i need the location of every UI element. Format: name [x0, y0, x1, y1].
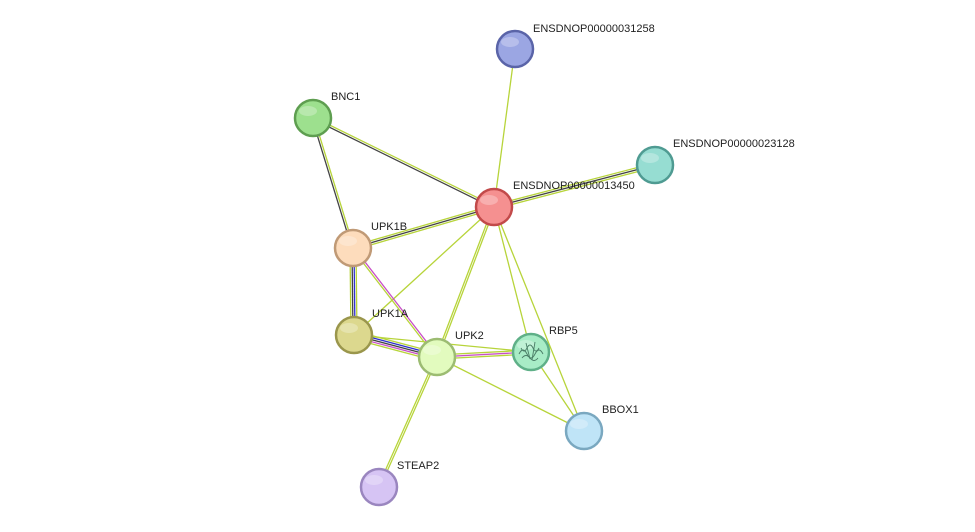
node-label: ENSDNOP00000023128 — [673, 138, 795, 150]
edge-line — [353, 206, 495, 336]
edge-ENSDNOP00000013450-ENSDNOP00000031258 — [493, 48, 516, 208]
node-highlight — [423, 345, 441, 355]
edge-line — [311, 118, 353, 249]
node-ensdnop00000023128[interactable]: ENSDNOP00000023128 — [635, 138, 795, 185]
node-label: ENSDNOP00000031258 — [533, 23, 655, 35]
edge-BNC1-UPK1B — [311, 117, 355, 249]
node-circle[interactable] — [564, 411, 604, 451]
edge-UPK2-BBOX1 — [436, 356, 585, 432]
node-ensdnop00000013450[interactable]: ENSDNOP00000013450 — [474, 180, 635, 227]
edge-UPK2-STEAP2 — [377, 356, 439, 488]
edge-line — [353, 246, 439, 357]
node-upk2[interactable]: UPK2 — [417, 330, 484, 377]
edge-BBOX1-ENSDNOP00000013450 — [493, 206, 585, 432]
node-highlight — [299, 106, 317, 116]
edge-line — [377, 356, 437, 487]
edge-RBP5-ENSDNOP00000013450 — [493, 206, 532, 353]
edge-line — [313, 116, 495, 207]
node-label: BNC1 — [331, 91, 360, 103]
edge-UPK2-ENSDNOP00000013450 — [435, 206, 496, 358]
edge-line — [493, 164, 656, 208]
edge-line — [351, 248, 437, 359]
node-circle[interactable] — [359, 467, 399, 507]
node-circle[interactable] — [474, 187, 514, 227]
node-bnc1[interactable]: BNC1 — [293, 91, 360, 138]
edge-line — [493, 206, 585, 432]
node-highlight — [517, 340, 535, 350]
edge-line — [437, 207, 496, 358]
edges-layer — [311, 48, 656, 488]
node-circle[interactable] — [635, 145, 675, 185]
node-label: UPK2 — [455, 330, 484, 342]
nodes-layer: ENSDNOP00000031258BNC1ENSDNOP00000023128… — [293, 23, 795, 507]
node-circle[interactable] — [495, 29, 535, 69]
node-ensdnop00000031258[interactable]: ENSDNOP00000031258 — [495, 23, 655, 69]
node-label: UPK1A — [372, 308, 409, 320]
node-circle[interactable] — [334, 315, 374, 355]
edge-line — [352, 206, 495, 249]
node-label: ENSDNOP00000013450 — [513, 180, 635, 192]
edge-UPK1B-ENSDNOP00000013450 — [352, 204, 495, 251]
node-circle[interactable] — [511, 332, 551, 372]
node-label: BBOX1 — [602, 404, 639, 416]
node-steap2[interactable]: STEAP2 — [359, 460, 439, 507]
node-rbp5[interactable]: RBP5 — [511, 325, 578, 372]
node-highlight — [340, 323, 358, 333]
node-upk1a[interactable]: UPK1A — [334, 308, 409, 355]
edge-line — [352, 204, 494, 247]
edge-ENSDNOP00000013450-ENSDNOP00000023128 — [493, 162, 656, 210]
node-highlight — [641, 153, 659, 163]
edge-line — [353, 208, 495, 251]
node-circle[interactable] — [417, 337, 457, 377]
node-highlight — [365, 475, 383, 485]
node-bbox1[interactable]: BBOX1 — [564, 404, 639, 451]
node-upk1b[interactable]: UPK1B — [333, 221, 407, 268]
node-highlight — [501, 37, 519, 47]
edge-line — [379, 357, 439, 488]
node-label: RBP5 — [549, 325, 578, 337]
edge-line — [493, 206, 532, 353]
edge-line — [313, 117, 355, 248]
protein-structure-icon — [518, 341, 544, 361]
edge-UPK1A-ENSDNOP00000013450 — [353, 206, 495, 336]
node-label: STEAP2 — [397, 460, 439, 472]
edge-line — [493, 162, 655, 206]
node-label: UPK1B — [371, 221, 407, 233]
node-circle[interactable] — [333, 228, 373, 268]
edge-line — [494, 166, 656, 210]
node-highlight — [480, 195, 498, 205]
node-highlight — [339, 236, 357, 246]
node-highlight — [570, 419, 588, 429]
edge-line — [493, 48, 516, 208]
edge-BNC1-ENSDNOP00000013450 — [312, 116, 495, 209]
edge-UPK1B-UPK2 — [351, 246, 439, 359]
edge-line — [436, 356, 585, 432]
node-circle[interactable] — [293, 98, 333, 138]
edge-line — [312, 118, 494, 209]
edge-line — [435, 206, 494, 357]
